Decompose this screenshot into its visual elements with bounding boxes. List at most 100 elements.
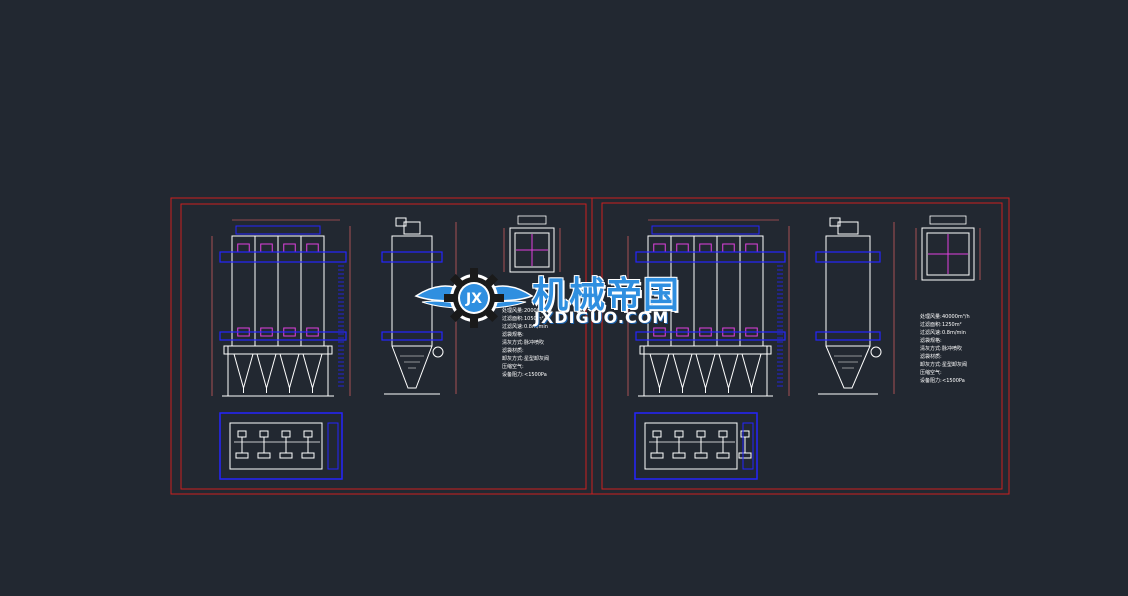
spec-value: 40000m³/h [942, 314, 970, 320]
right-plan-view [634, 412, 758, 480]
spec-label: 压缩空气: [920, 369, 942, 376]
plan-bag-cell [740, 430, 750, 438]
left-front-view [211, 219, 351, 397]
spec-label: 清灰方式: [502, 339, 524, 346]
hopper [741, 353, 762, 390]
inlet-flange [870, 346, 882, 358]
plan-side-rail [327, 422, 339, 470]
spec-value: <1500Pa [942, 378, 965, 384]
spec-label: 设备阻力: [920, 377, 942, 384]
plan-valve [738, 452, 752, 459]
plan-view-frame [219, 412, 343, 480]
spec-label: 处理风量: [920, 313, 942, 320]
plan-valve [694, 452, 708, 459]
hopper [279, 353, 300, 390]
spec-value: 脉冲喷吹 [942, 345, 962, 352]
inspection-door [745, 243, 758, 253]
walkway-platform [219, 251, 347, 263]
walkway-platform [635, 331, 786, 341]
walkway-platform [219, 331, 347, 341]
plan-valve [235, 452, 249, 459]
hopper [233, 353, 254, 390]
plan-bag-cell [281, 430, 291, 438]
hopper [695, 353, 716, 390]
inlet-flange [432, 346, 444, 358]
outlet-duct [395, 217, 407, 227]
inspection-door [722, 243, 735, 253]
plan-bag-cell [237, 430, 247, 438]
top-hood [403, 221, 421, 235]
inspection-door [283, 243, 296, 253]
top-view-outer [509, 227, 555, 273]
spec-label: 卸灰方式: [920, 361, 942, 368]
hopper [302, 353, 323, 390]
plan-side-rail [742, 422, 754, 470]
inspection-door [653, 243, 666, 253]
walkway-platform [815, 331, 881, 341]
spec-label: 过滤面积: [502, 315, 524, 322]
hopper [672, 353, 693, 390]
right-front-view [627, 219, 790, 397]
plan-valve [716, 452, 730, 459]
walkway-platform [381, 331, 443, 341]
right-top-view [915, 215, 981, 281]
top-view-outer [921, 227, 975, 281]
walkway-platform [815, 251, 881, 263]
spec-label: 过滤风速: [920, 329, 942, 336]
spec-label: 滤袋规格: [920, 337, 942, 344]
inspection-door [237, 243, 250, 253]
spec-label: 过滤面积: [920, 321, 942, 328]
outlet-duct [829, 217, 841, 227]
inspection-door [699, 243, 712, 253]
spec-label: 滤袋材质: [920, 353, 942, 360]
inspection-door [306, 243, 319, 253]
spec-value: <1500Pa [524, 372, 547, 378]
hopper [649, 353, 670, 390]
plan-view-body [229, 422, 323, 470]
spec-label: 滤袋材质: [502, 347, 524, 354]
spec-label: 过滤风速: [502, 323, 524, 330]
spec-value: 0.8m/min [524, 324, 548, 330]
outer-frame [170, 197, 1010, 495]
spec-value: 0.8m/min [942, 330, 966, 336]
hopper [718, 353, 739, 390]
spec-label: 处理风量: [502, 307, 524, 314]
hopper [825, 345, 871, 389]
spec-label: 压缩空气: [502, 363, 524, 370]
plan-bag-cell [674, 430, 684, 438]
base-beam [223, 345, 333, 355]
manifold-pipe [235, 225, 321, 235]
top-view-inner [514, 232, 550, 268]
walkway-platform [635, 251, 786, 263]
left-spec-table: 处理风量:20000m³/h过滤面积:1050m²过滤风速:0.8m/min滤袋… [502, 307, 552, 378]
inspection-door [676, 243, 689, 253]
spec-value: 脉冲喷吹 [524, 339, 544, 346]
walkway-platform [381, 251, 443, 263]
spec-value: 星型卸灰阀 [942, 361, 967, 368]
left-sheet-border [180, 203, 587, 490]
left-top-view [503, 215, 561, 273]
plan-bag-cell [718, 430, 728, 438]
plan-valve [257, 452, 271, 459]
top-hood [837, 221, 859, 235]
inspection-door [260, 243, 273, 253]
base-beam [639, 345, 772, 355]
plan-view-body [644, 422, 738, 470]
left-plan-view [219, 412, 343, 480]
plan-valve [279, 452, 293, 459]
spec-label: 设备阻力: [502, 371, 524, 378]
top-view-title-box [517, 215, 547, 225]
spec-value: 星型卸灰阀 [524, 355, 549, 362]
spec-value: 20000m³/h [524, 308, 552, 314]
plan-bag-cell [259, 430, 269, 438]
plan-valve [650, 452, 664, 459]
plan-bag-cell [652, 430, 662, 438]
top-view-title-box [929, 215, 967, 225]
hopper [256, 353, 277, 390]
hopper [391, 345, 433, 389]
spec-label: 卸灰方式: [502, 355, 524, 362]
plan-valve [672, 452, 686, 459]
housing [825, 235, 871, 347]
